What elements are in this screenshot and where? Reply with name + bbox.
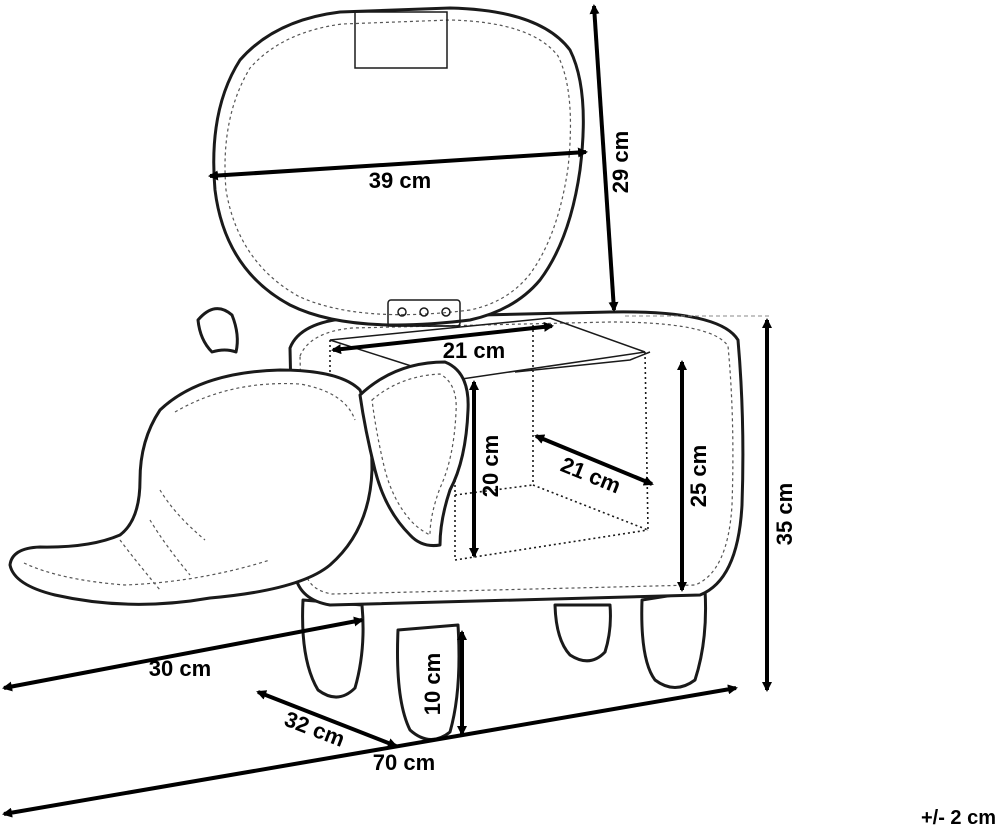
box-bottom-left	[454, 484, 534, 496]
dim-total-length-arrow	[2, 684, 738, 818]
lid-seam	[224, 19, 572, 316]
leg-front-right	[640, 588, 708, 689]
dim-box-depth-arrow	[534, 434, 654, 486]
label-leg-height: 10 cm	[420, 653, 445, 715]
label-box-width: 21 cm	[443, 338, 505, 363]
box-bottom-right	[532, 484, 649, 531]
label-body-height: 25 cm	[686, 445, 711, 507]
dimension-arrows	[2, 4, 772, 818]
elephant-ear	[358, 360, 470, 547]
label-tolerance: +/- 2 cm	[921, 807, 996, 829]
legs	[301, 588, 708, 741]
leg-back-left	[301, 598, 365, 699]
dim-head-length-arrow	[2, 616, 364, 692]
label-box-height: 20 cm	[478, 435, 503, 497]
elephant-head-trunk	[8, 368, 374, 606]
trunk-inner	[23, 489, 271, 591]
lid-recess	[514, 351, 651, 373]
label-total-height: 35 cm	[772, 483, 797, 545]
lid-label	[354, 11, 448, 69]
dim-lid-width-arrow	[208, 147, 588, 181]
label-total-length: 70 cm	[373, 750, 435, 775]
label-head-length: 30 cm	[149, 656, 211, 681]
hinge-screw-3	[441, 307, 451, 317]
hinge-screw-2	[419, 307, 429, 317]
dim-box-width-arrow	[331, 321, 554, 355]
leg-back-right	[553, 603, 612, 663]
tail	[196, 307, 239, 354]
dim-lid-height-arrow	[589, 4, 619, 312]
ear-seam	[371, 373, 457, 536]
label-lid-height: 29 cm	[608, 131, 633, 193]
hinge-screw-1	[397, 307, 407, 317]
open-lid	[212, 6, 585, 327]
label-lid-width: 39 cm	[369, 168, 431, 193]
